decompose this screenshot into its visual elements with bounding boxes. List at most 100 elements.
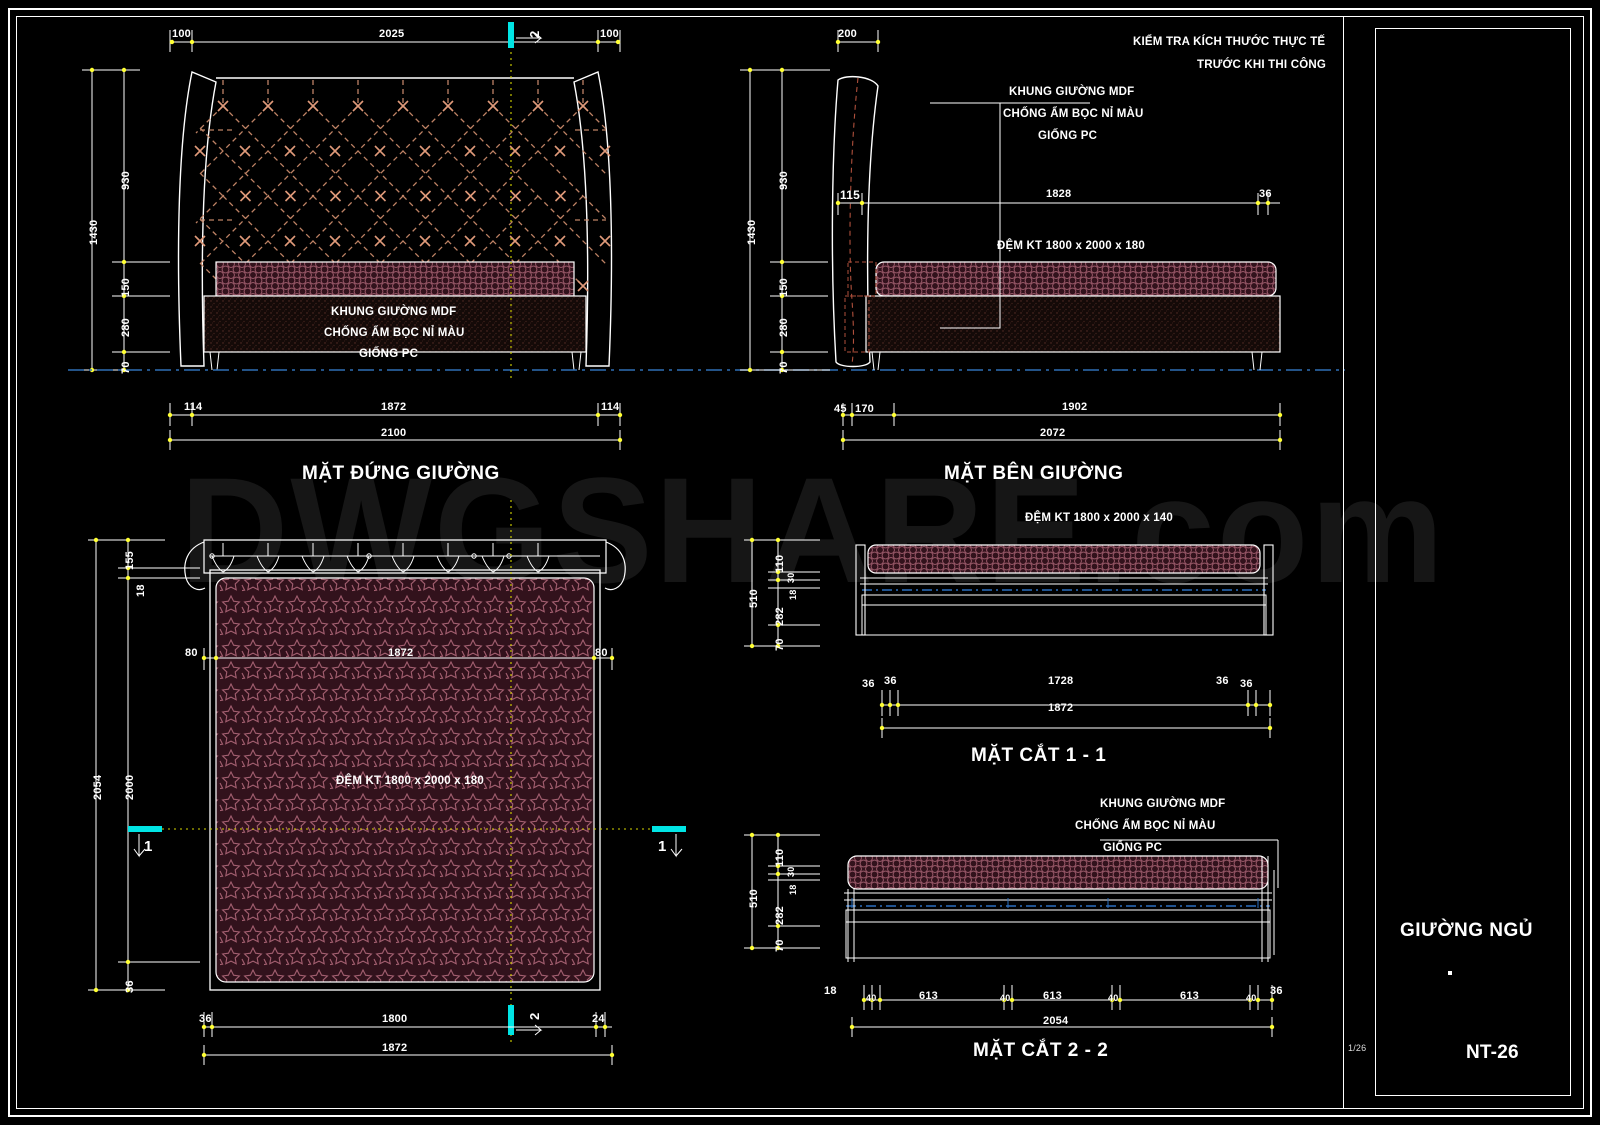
- s22-dim-18: 18: [824, 985, 837, 997]
- s11-dim-36-b: 36: [884, 675, 897, 687]
- plan-dim-bottom-24: 24: [592, 1013, 605, 1025]
- section-2-2-geometry: [744, 832, 1279, 1037]
- side-dim-115: 115: [840, 188, 860, 202]
- plan-dim-2000: 2000: [124, 774, 136, 800]
- side-annotation-line2: CHỐNG ẨM BỌC NỈ MÀU: [1003, 108, 1144, 120]
- plan-dim-bottom-1800: 1800: [382, 1013, 408, 1025]
- side-elevation-geometry: [740, 30, 1283, 450]
- plan-dim-80-left: 80: [185, 647, 198, 659]
- side-dim-left-150: 150: [778, 278, 790, 297]
- front-section-mark-2: 2: [527, 30, 542, 38]
- plan-dim-2054: 2054: [92, 774, 104, 800]
- front-dim-bottom-2100: 2100: [381, 427, 407, 439]
- side-dim-bottom-1902: 1902: [1062, 401, 1088, 413]
- s22-dim-510: 510: [748, 889, 760, 908]
- s22-dim-40-d: 40: [1246, 993, 1257, 1003]
- s11-dim-510: 510: [748, 589, 760, 608]
- side-dim-left-930: 930: [778, 171, 790, 190]
- s11-dim-36-a: 36: [862, 678, 875, 690]
- front-view-title: MẶT ĐỨNG GIƯỜNG: [302, 463, 500, 484]
- front-annotation-line3: GIỐNG PC: [359, 348, 419, 360]
- plan-dim-36-left: 36: [124, 980, 136, 993]
- s22-dim-613-b: 613: [1043, 990, 1062, 1002]
- plan-dim-1872-inner: 1872: [388, 647, 414, 659]
- s22-dim-40-c: 40: [1108, 993, 1119, 1003]
- front-dim-left-total: 1430: [88, 219, 100, 245]
- side-annotation-line3: GIỐNG PC: [1038, 130, 1098, 142]
- title-block-code: NT-26: [1466, 1042, 1519, 1063]
- plan-section-mark-1-right: 1: [658, 838, 667, 855]
- side-dim-left-70: 70: [778, 361, 790, 374]
- side-dim-bottom-2072: 2072: [1040, 427, 1066, 439]
- front-dim-left-930: 930: [120, 171, 132, 190]
- sheet-frame-outer: [8, 8, 1592, 1117]
- side-view-title: MẶT BÊN GIƯỜNG: [944, 463, 1124, 484]
- plan-mattress-label: ĐỆM KT 1800 x 2000 x 180: [336, 775, 484, 787]
- side-dim-36: 36: [1259, 188, 1272, 200]
- title-block-title: GIƯỜNG NGỦ: [1400, 920, 1534, 941]
- front-dim-left-150: 150: [120, 278, 132, 297]
- s11-dim-36-c: 36: [1216, 675, 1229, 687]
- s11-dim-18: 18: [788, 589, 798, 600]
- title-block-dot: [1448, 971, 1452, 975]
- plan-dim-bottom-1872: 1872: [382, 1042, 408, 1054]
- front-dim-bottom-1872: 1872: [381, 401, 407, 413]
- s11-dim-30: 30: [786, 572, 796, 583]
- front-dim-bottom-114-right: 114: [601, 401, 620, 413]
- side-dim-top-200: 200: [838, 28, 857, 40]
- front-dim-top-center: 2025: [379, 28, 405, 40]
- s22-dim-613-c: 613: [1180, 990, 1199, 1002]
- s22-annotation-line3: GIỐNG PC: [1103, 842, 1163, 854]
- front-dim-top-right: 100: [600, 28, 619, 40]
- plan-dim-155: 155: [124, 551, 136, 570]
- side-dim-bottom-170: 170: [855, 403, 874, 415]
- plan-section-mark-2: 2: [527, 1012, 542, 1020]
- s11-dim-1728: 1728: [1048, 675, 1074, 687]
- s22-dim-110: 110: [774, 848, 786, 867]
- front-annotation-line1: KHUNG GIƯỜNG MDF: [331, 306, 457, 318]
- sheet-frame-inner: [16, 16, 1584, 1109]
- s11-mattress-label: ĐỆM KT 1800 x 2000 x 140: [1025, 512, 1173, 524]
- title-block-box: [1375, 28, 1571, 1096]
- s11-dim-110: 110: [774, 554, 786, 573]
- s22-dim-18: 18: [788, 884, 798, 895]
- general-note-line1: KIỂM TRA KÍCH THƯỚC THỰC TẾ: [1133, 36, 1326, 48]
- s11-dim-282: 282: [774, 607, 786, 626]
- section-1-1-title: MẶT CẮT 1 - 1: [971, 745, 1107, 766]
- s22-annotation-line2: CHỐNG ẨM BỌC NỈ MÀU: [1075, 820, 1216, 832]
- s22-dim-36: 36: [1270, 985, 1283, 997]
- s22-dim-613-a: 613: [919, 990, 938, 1002]
- front-dim-top-left: 100: [172, 28, 191, 40]
- s11-dim-36-d: 36: [1240, 678, 1253, 690]
- side-dim-1828: 1828: [1046, 188, 1072, 200]
- plan-view-geometry: [88, 500, 686, 1065]
- s22-dim-30: 30: [786, 866, 796, 877]
- s22-dim-40-a: 40: [866, 993, 877, 1003]
- s11-dim-70: 70: [774, 638, 786, 651]
- side-dim-bottom-45: 45: [834, 403, 847, 415]
- general-note-line2: TRƯỚC KHI THI CÔNG: [1197, 59, 1326, 71]
- plan-section-mark-1-left: 1: [144, 838, 153, 855]
- title-block-column: [1343, 16, 1584, 1109]
- side-dim-left-280: 280: [778, 318, 790, 337]
- side-annotation-line1: KHUNG GIƯỜNG MDF: [1009, 86, 1135, 98]
- plan-dim-bottom-36: 36: [199, 1013, 212, 1025]
- plan-dim-18: 18: [135, 584, 147, 597]
- s11-dim-1872: 1872: [1048, 702, 1074, 714]
- s22-dim-40-b: 40: [1000, 993, 1011, 1003]
- plan-dim-80-right: 80: [595, 647, 608, 659]
- front-annotation-line2: CHỐNG ẨM BỌC NỈ MÀU: [324, 327, 465, 339]
- title-block-scale: 1/26: [1348, 1043, 1367, 1053]
- front-dim-bottom-114-left: 114: [184, 401, 203, 413]
- s22-dim-70: 70: [774, 939, 786, 952]
- s22-annotation-line1: KHUNG GIƯỜNG MDF: [1100, 798, 1226, 810]
- s22-dim-2054: 2054: [1043, 1015, 1069, 1027]
- section-2-2-title: MẶT CẮT 2 - 2: [973, 1040, 1109, 1061]
- side-dim-left-total: 1430: [746, 219, 758, 245]
- front-dim-left-70: 70: [120, 361, 132, 374]
- front-dim-left-280: 280: [120, 318, 132, 337]
- front-elevation-geometry: [68, 22, 1345, 450]
- s22-dim-282: 282: [774, 906, 786, 925]
